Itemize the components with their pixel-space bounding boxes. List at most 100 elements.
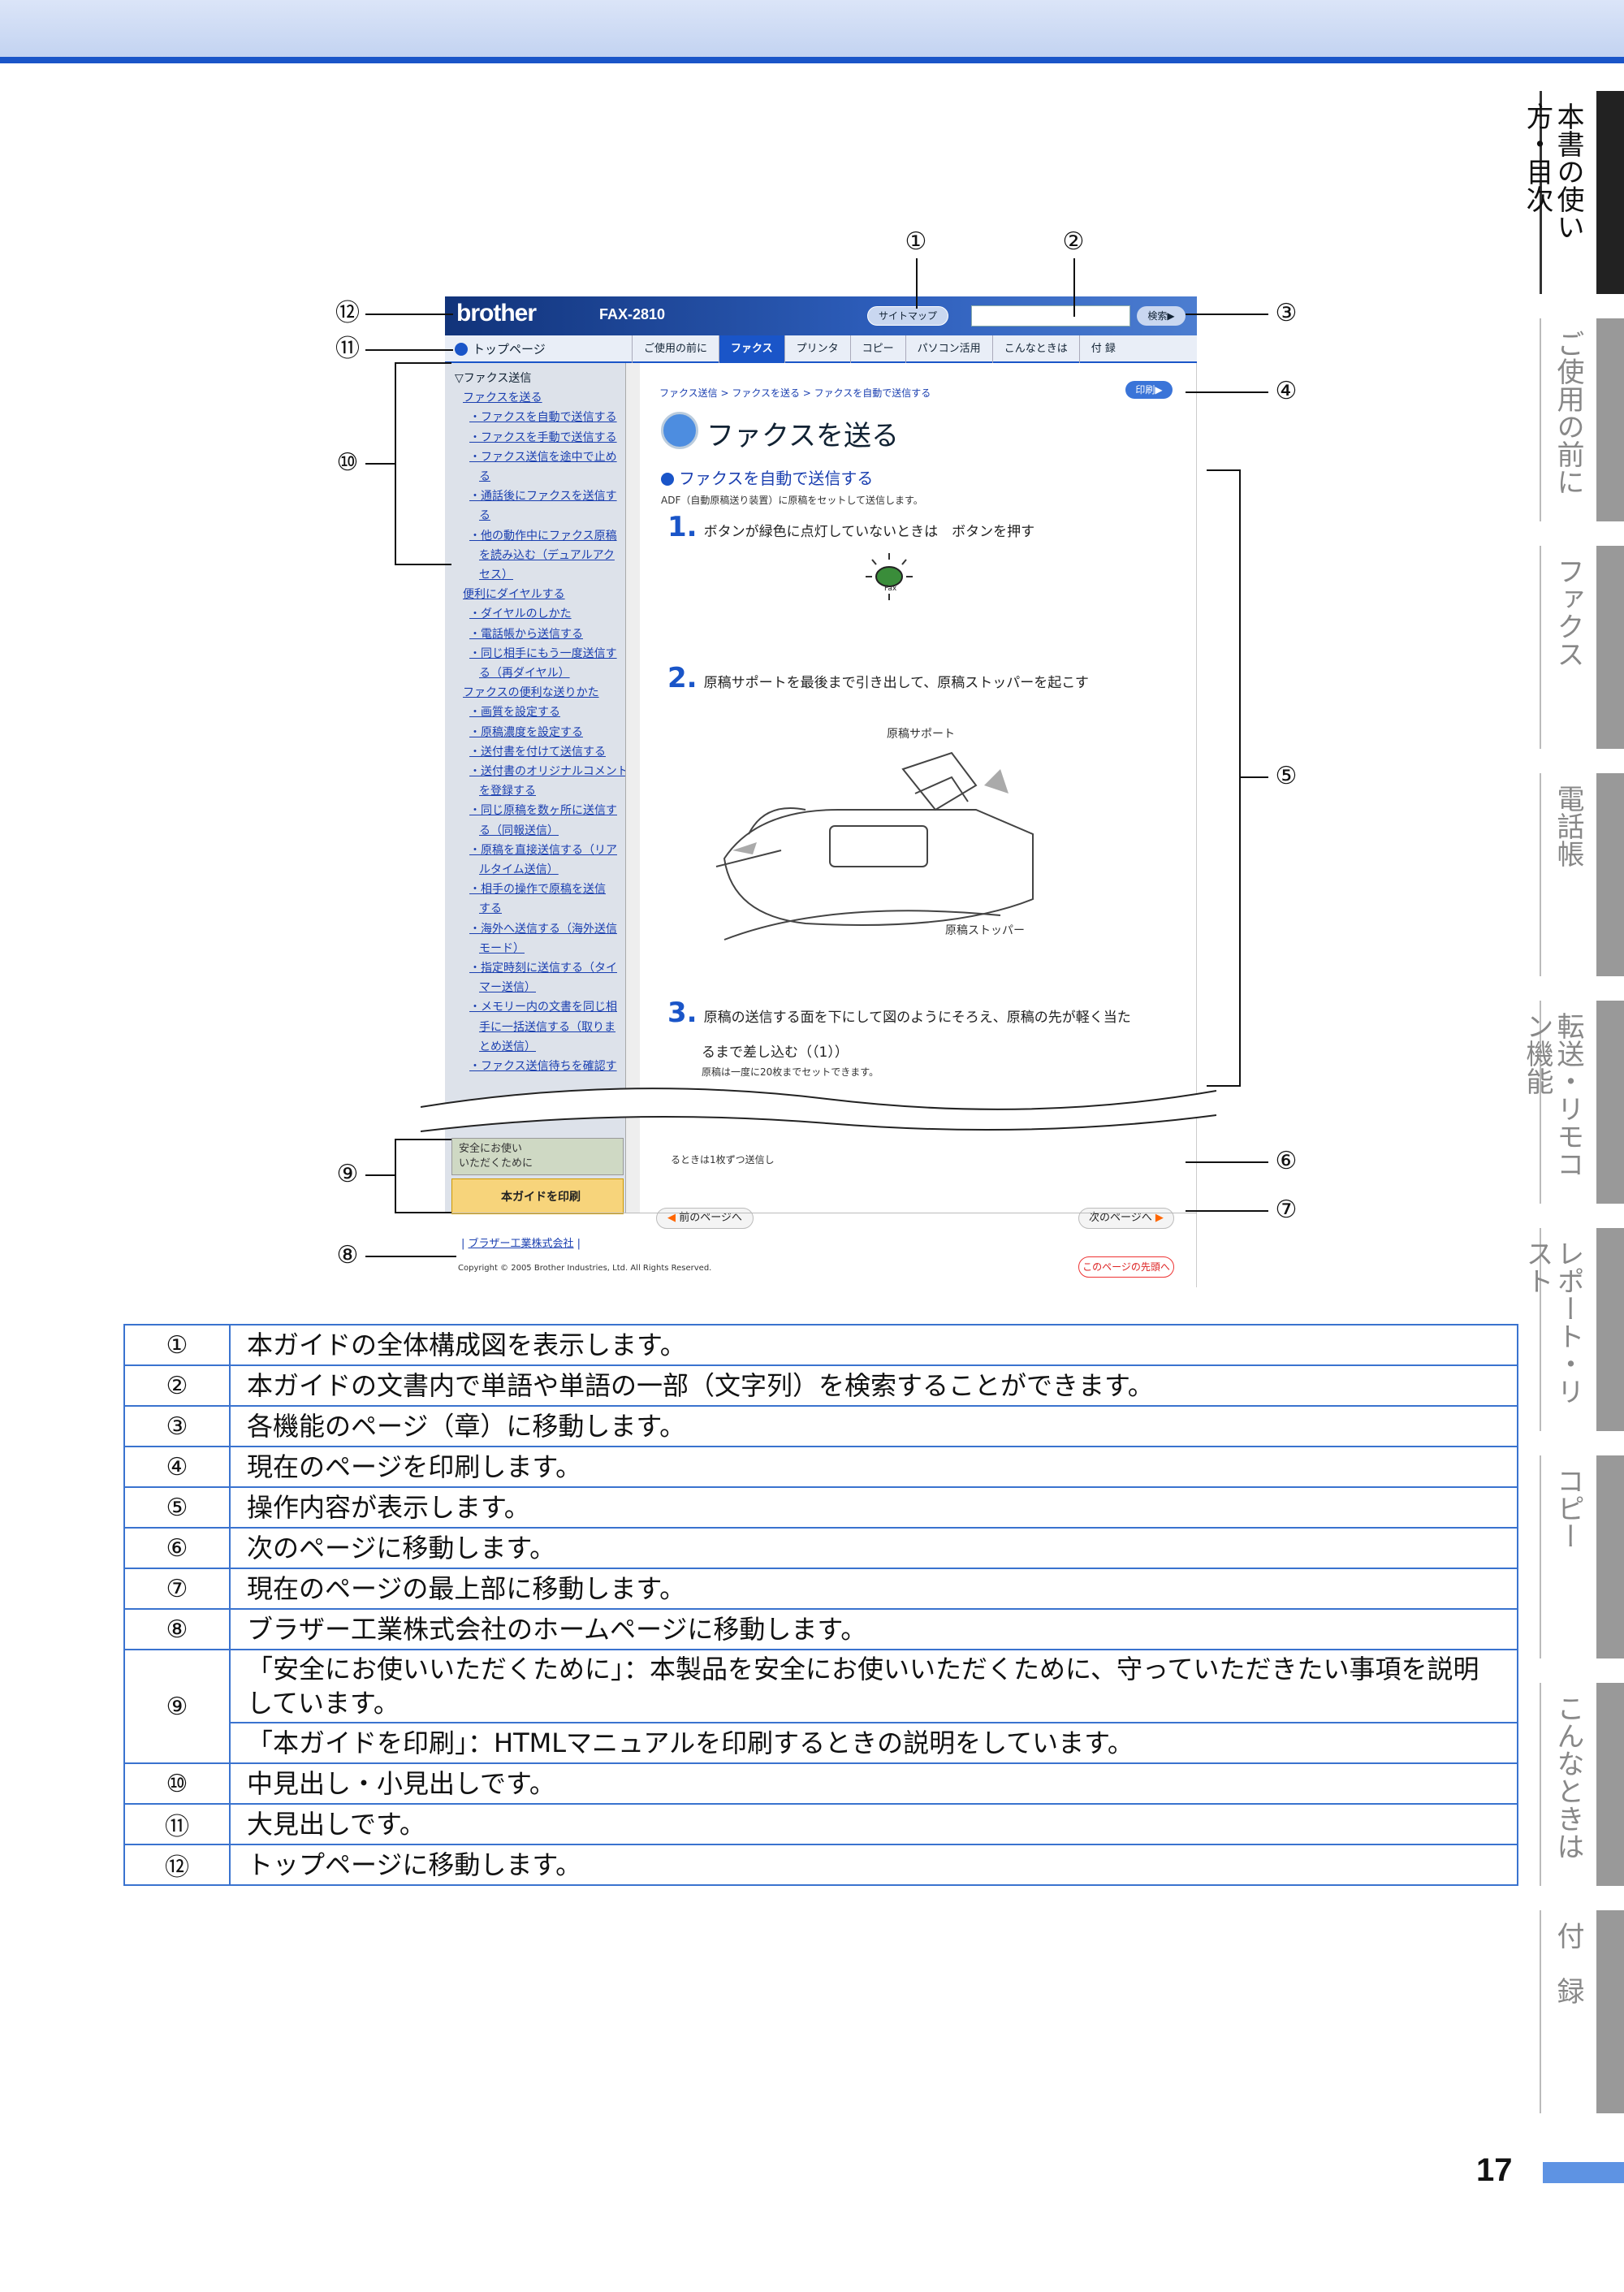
step-2: 2.原稿サポートを最後まで引き出して、原稿ストッパーを起こす <box>667 662 1089 694</box>
safety-banner[interactable]: 安全にお使い いただくために <box>451 1138 624 1175</box>
callout-10: ⑩ <box>336 448 359 477</box>
toc-item[interactable]: ・ファクス送信を途中で止め <box>469 450 617 464</box>
brother-logo[interactable]: brother <box>456 300 537 327</box>
section-title: ファクスを自動で送信する <box>661 465 873 489</box>
toc-item[interactable]: する <box>479 902 502 916</box>
nav-tab-troubleshoot[interactable]: こんなときは <box>991 335 1079 363</box>
table-row: 「本ガイドを印刷」：HTMLマニュアルを印刷するときの説明をしています。 <box>124 1722 1518 1764</box>
side-tab-fax[interactable]: ファクス <box>1540 546 1624 749</box>
label-document-support: 原稿サポート <box>887 728 955 741</box>
toc-item[interactable]: ・同じ相手にもう一度送信す <box>469 647 617 660</box>
nav-tab-pc[interactable]: パソコン活用 <box>905 335 992 363</box>
toc-item[interactable]: マー送信） <box>479 981 536 995</box>
manual-screenshot: brother FAX-2810 サイトマップ 検索▶ トップページ ご使用の前… <box>421 296 1216 1287</box>
callout-11: ⑪ <box>335 335 360 363</box>
header-band <box>0 0 1624 57</box>
side-tab-transfer[interactable]: 転送・リモコン機能 <box>1521 1001 1624 1204</box>
side-tab-troubleshoot[interactable]: こんなときは <box>1540 1683 1624 1886</box>
toc-item[interactable]: モード） <box>479 941 525 955</box>
toc-item[interactable]: ・送付書を付けて送信する <box>469 745 606 759</box>
toc-item[interactable]: ファクスを送る <box>463 391 542 405</box>
print-button[interactable]: 印刷▶ <box>1125 381 1173 399</box>
right-arrow-icon: ▶ <box>1151 1212 1164 1224</box>
fax-chapter-icon <box>661 412 698 449</box>
toc-item[interactable]: ・電話帳から送信する <box>469 627 583 641</box>
toc-item[interactable]: る <box>479 470 490 483</box>
toc-item[interactable]: 便利にダイヤルする <box>463 588 565 602</box>
brother-home-link[interactable]: | ブラザー工業株式会社 | <box>461 1238 581 1250</box>
screenshot-footer: | ブラザー工業株式会社 | Copyright © 2005 Brother … <box>445 1213 1197 1287</box>
toc-item[interactable]: ・相手の操作で原稿を送信 <box>469 883 606 897</box>
toc-item[interactable]: とめ送信） <box>479 1040 536 1053</box>
page-number-bar <box>1543 2162 1624 2183</box>
side-tab-report[interactable]: レポート・リスト <box>1521 1228 1624 1431</box>
side-tab-appendix[interactable]: 付 録 <box>1540 1910 1624 2113</box>
toc-item[interactable]: る（同報送信） <box>479 824 559 837</box>
cut-wave-divider <box>421 1088 1216 1132</box>
content-pane: ファクス送信 > ファクスを送る > ファクスを自動で送信する 印刷▶ ファクス… <box>643 363 1197 1278</box>
step-3-continued: るまで差し込む（（1）） <box>702 1044 849 1061</box>
toc-item[interactable]: を登録する <box>479 785 536 798</box>
chapter-tabs: ご使用の前に ファクス プリンタ コピー パソコン活用 こんなときは 付 録 <box>632 335 1127 363</box>
sitemap-button[interactable]: サイトマップ <box>867 306 948 326</box>
toc-item[interactable]: ・原稿を直接送信する（リア <box>469 843 617 857</box>
toc-item[interactable]: る <box>479 509 490 523</box>
fax-button-icon: Fax <box>866 553 913 600</box>
prev-page-button[interactable]: ◀ 前のページへ <box>656 1208 754 1229</box>
toc-item[interactable]: ファクスの便利な送りかた <box>463 686 599 700</box>
callout-9: ⑨ <box>336 1160 359 1188</box>
toc-item[interactable]: ・通話後にファクスを送信す <box>469 490 617 504</box>
nav-tab-printer[interactable]: プリンタ <box>784 335 850 363</box>
callout-6: ⑥ <box>1275 1147 1298 1175</box>
step-3: 3.原稿の送信する面を下にして図のようにそろえ、原稿の先が軽く当た <box>667 997 1131 1029</box>
svg-text:Fax: Fax <box>884 585 897 593</box>
print-guide-banner[interactable]: 本ガイドを印刷 <box>451 1178 624 1214</box>
page-top-button[interactable]: このページの先頭へ <box>1078 1256 1174 1278</box>
nav-tab-appendix[interactable]: 付 録 <box>1078 335 1127 363</box>
toc-item[interactable]: ・送付書のオリジナルコメント <box>469 765 628 778</box>
toc-item[interactable]: ・メモリー内の文書を同じ相 <box>469 1001 617 1014</box>
toc-item[interactable]: ・ファクスを手動で送信する <box>469 430 617 444</box>
search-input[interactable] <box>971 305 1130 327</box>
label-document-stopper: 原稿ストッパー <box>945 924 1025 937</box>
toc-item[interactable]: ▽ファクス送信 <box>455 372 532 385</box>
toc-item[interactable]: ・ファクス送信待ちを確認す <box>469 1060 617 1073</box>
nav-tab-fax[interactable]: ファクス <box>719 335 784 363</box>
top-page-link[interactable]: トップページ <box>455 340 546 357</box>
toc-pane: ▽ファクス送信ファクスを送る・ファクスを自動で送信する・ファクスを手動で送信する… <box>445 363 628 1213</box>
side-tab-copy[interactable]: コピー <box>1540 1455 1624 1658</box>
toc-item[interactable]: る（再ダイヤル） <box>479 667 570 680</box>
breadcrumb[interactable]: ファクス送信 > ファクスを送る > ファクスを自動で送信する <box>659 387 931 399</box>
toc-item[interactable]: セス） <box>479 569 513 582</box>
callout-3: ③ <box>1275 299 1298 327</box>
fax-machine-illustration <box>715 751 1034 941</box>
side-tab-phonebook[interactable]: 電話帳 <box>1540 773 1624 976</box>
next-page-button[interactable]: 次のページへ ▶ <box>1078 1208 1174 1229</box>
nav-tab-copy[interactable]: コピー <box>849 335 905 363</box>
side-tab-before-use[interactable]: ご使用の前に <box>1540 318 1624 521</box>
toc-item[interactable]: ・画質を設定する <box>469 706 560 720</box>
toc-item[interactable]: ・原稿濃度を設定する <box>469 725 583 739</box>
toc-item[interactable]: ・同じ原稿を数ヶ所に送信す <box>469 804 617 818</box>
toc-item[interactable]: ・ダイヤルのしかた <box>469 608 572 621</box>
toc-item[interactable]: ・他の動作中にファクス原稿 <box>469 529 617 543</box>
header-rule <box>0 57 1624 63</box>
toc-item[interactable]: 手に一括送信する（取りま <box>479 1020 615 1034</box>
toc-item[interactable]: ・海外へ送信する（海外送信 <box>469 922 617 936</box>
toc-item[interactable]: ・ファクスを自動で送信する <box>469 411 617 425</box>
search-button[interactable]: 検索▶ <box>1137 306 1186 326</box>
toc-scrollbar[interactable] <box>625 363 640 1213</box>
page-title: ファクスを送る <box>706 420 899 452</box>
toc-item[interactable]: を読み込む（デュアルアク <box>479 548 615 562</box>
toc-item[interactable]: ・指定時刻に送信する（タイ <box>469 962 617 975</box>
side-tab-toc[interactable]: 本書の使い方・目次 <box>1521 91 1624 294</box>
toc-item[interactable]: ルタイム送信） <box>479 863 559 876</box>
nav-tab-before-use[interactable]: ご使用の前に <box>632 335 719 363</box>
